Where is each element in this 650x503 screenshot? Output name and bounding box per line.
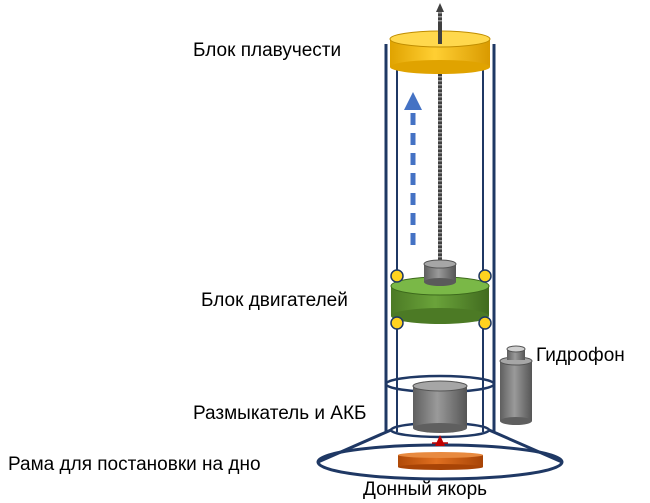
ascent-arrow (404, 92, 422, 245)
buoyancy-block-label: Блок плавучести (193, 40, 342, 61)
bottom-anchor-label: Донный якорь (363, 479, 488, 500)
release-battery-unit (412, 380, 468, 433)
release-marker (432, 435, 448, 446)
buoyancy-block (389, 24, 491, 74)
motor-block (390, 259, 490, 324)
release-battery-label: Размыкатель и АКБ (193, 403, 367, 424)
bottom-anchor (398, 452, 483, 470)
motor-block-label: Блок двигателей (201, 290, 348, 311)
bottom-frame-label: Рама для постановки на дно (8, 454, 261, 475)
motor-block-bolts (390, 269, 492, 330)
hydrophone (499, 345, 533, 425)
frame-rods (384, 44, 496, 432)
hydrophone-label: Гидрофон (536, 345, 625, 366)
